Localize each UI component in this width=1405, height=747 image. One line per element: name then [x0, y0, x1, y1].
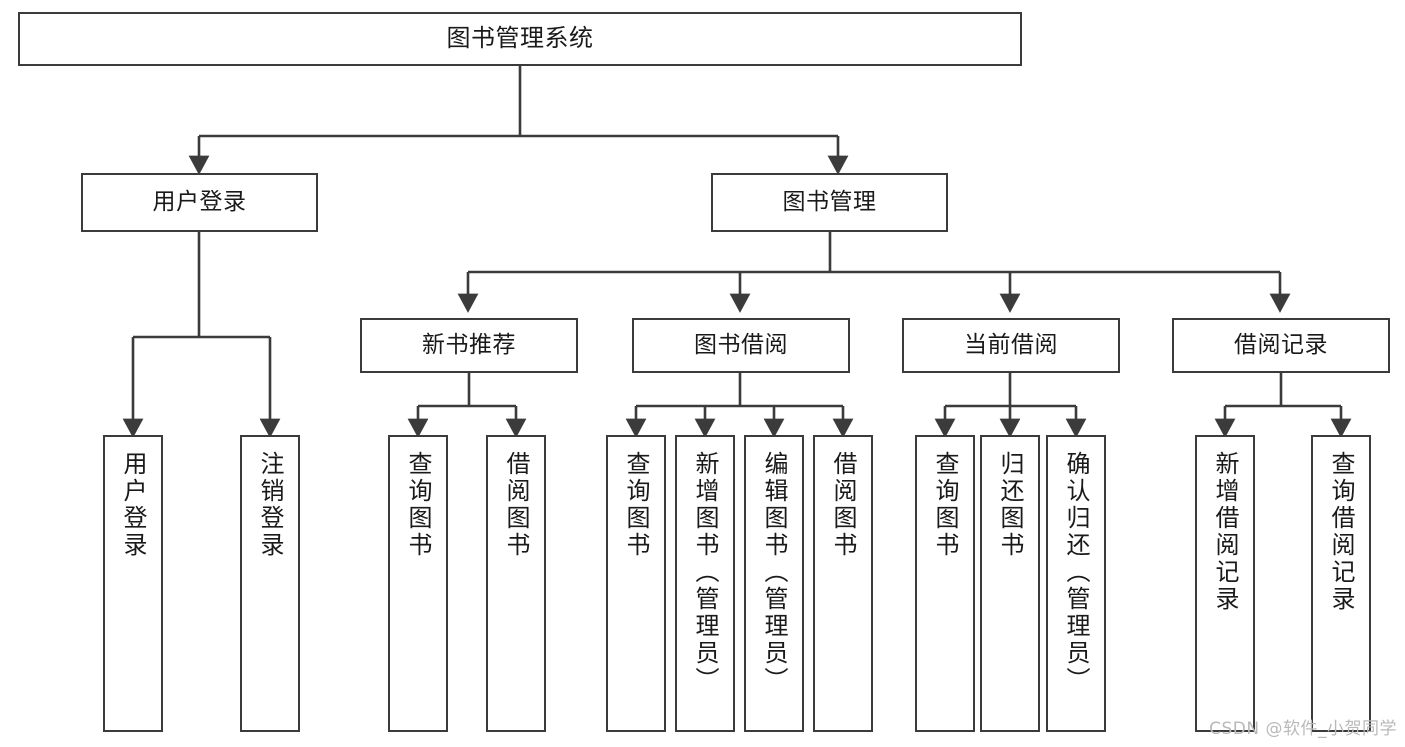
node-book-management[interactable]: 图书管理: [711, 173, 948, 232]
node-label: 编辑图书（管理员）: [760, 451, 788, 694]
node-label: 查询借阅记录: [1327, 451, 1355, 613]
leaf-borrow-book[interactable]: 借阅图书: [813, 435, 873, 732]
csdn-watermark: CSDN @软件_小贺同学: [1209, 719, 1397, 739]
leaf-query-borrow-record[interactable]: 查询借阅记录: [1311, 435, 1371, 732]
node-label: 注销登录: [256, 451, 284, 559]
node-label: 确认归还（管理员）: [1062, 451, 1090, 694]
node-label: 新增借阅记录: [1211, 451, 1239, 613]
node-label: 查询图书: [404, 451, 432, 559]
leaf-query-book-recommend[interactable]: 查询图书: [388, 435, 448, 732]
leaf-logout-login[interactable]: 注销登录: [240, 435, 300, 732]
leaf-return-book[interactable]: 归还图书: [980, 435, 1040, 732]
leaf-add-book-admin[interactable]: 新增图书（管理员）: [675, 435, 735, 732]
node-label: 查询图书: [931, 451, 959, 559]
node-book-borrow[interactable]: 图书借阅: [632, 318, 850, 373]
leaf-query-book-borrow[interactable]: 查询图书: [606, 435, 666, 732]
node-root-system[interactable]: 图书管理系统: [18, 12, 1022, 66]
node-new-book-recommend[interactable]: 新书推荐: [360, 318, 578, 373]
node-label: 新书推荐: [422, 332, 516, 359]
node-label: 查询图书: [622, 451, 650, 559]
node-label: 图书管理: [782, 189, 877, 216]
node-label: 借阅图书: [502, 451, 530, 559]
node-current-borrow[interactable]: 当前借阅: [902, 318, 1120, 373]
node-label: 新增图书（管理员）: [691, 451, 719, 694]
node-label: 归还图书: [996, 451, 1024, 559]
node-label: 借阅记录: [1234, 332, 1328, 359]
leaf-add-borrow-record[interactable]: 新增借阅记录: [1195, 435, 1255, 732]
node-user-login[interactable]: 用户登录: [81, 173, 318, 232]
node-label: 图书管理系统: [446, 24, 594, 53]
node-label: 用户登录: [152, 189, 247, 216]
node-label: 图书借阅: [694, 332, 788, 359]
leaf-edit-book-admin[interactable]: 编辑图书（管理员）: [744, 435, 804, 732]
leaf-user-login[interactable]: 用户登录: [103, 435, 163, 732]
node-label: 当前借阅: [964, 332, 1058, 359]
node-label: 借阅图书: [829, 451, 857, 559]
node-borrow-record[interactable]: 借阅记录: [1172, 318, 1390, 373]
leaf-query-book-current[interactable]: 查询图书: [915, 435, 975, 732]
leaf-confirm-return-admin[interactable]: 确认归还（管理员）: [1046, 435, 1106, 732]
leaf-borrow-book-recommend[interactable]: 借阅图书: [486, 435, 546, 732]
node-label: 用户登录: [119, 451, 147, 559]
